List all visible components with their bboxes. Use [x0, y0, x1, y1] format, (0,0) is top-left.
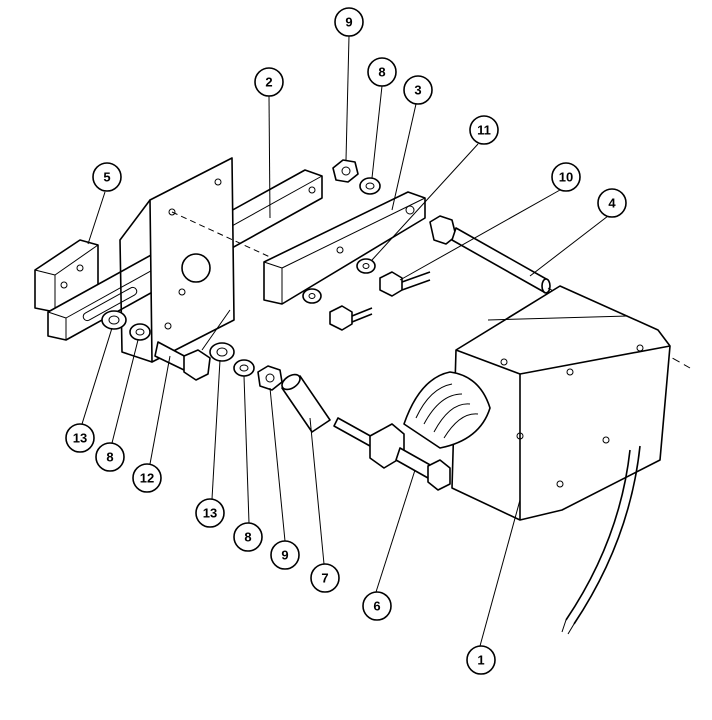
callout-8: 8 — [233, 522, 263, 552]
callout-11: 11 — [469, 115, 499, 145]
callout-2: 2 — [254, 67, 284, 97]
leader-lines — [81, 35, 609, 647]
callout-12: 12 — [132, 463, 162, 493]
callout-8: 8 — [95, 442, 125, 472]
part-6-clevis — [333, 417, 451, 491]
callout-8: 8 — [367, 57, 397, 87]
svg-text:13: 13 — [73, 431, 87, 446]
svg-text:9: 9 — [281, 548, 288, 563]
svg-text:7: 7 — [321, 571, 328, 586]
callout-9: 9 — [270, 540, 300, 570]
bracket-plate — [119, 157, 321, 363]
part-1-actuator — [403, 285, 671, 635]
callout-1: 1 — [466, 645, 496, 675]
svg-text:9: 9 — [345, 15, 352, 30]
svg-text:1: 1 — [477, 653, 484, 668]
callout-13: 13 — [65, 423, 95, 453]
callout-5: 5 — [92, 162, 122, 192]
svg-text:12: 12 — [140, 471, 154, 486]
part-3-bar — [263, 191, 426, 305]
callout-7: 7 — [310, 563, 340, 593]
nut-9-top — [332, 159, 359, 183]
svg-text:2: 2 — [265, 75, 272, 90]
callout-13: 13 — [195, 498, 225, 528]
washer-8-top — [359, 177, 381, 195]
svg-text:5: 5 — [103, 170, 110, 185]
svg-text:13: 13 — [203, 506, 217, 521]
callout-4: 4 — [597, 188, 627, 218]
callout-3: 3 — [403, 75, 433, 105]
svg-text:8: 8 — [244, 530, 251, 545]
svg-text:10: 10 — [559, 170, 573, 185]
svg-text:4: 4 — [608, 196, 616, 211]
screws-10 — [329, 271, 431, 331]
svg-text:8: 8 — [378, 65, 385, 80]
callout-6: 6 — [362, 591, 392, 621]
spacer-7 — [281, 373, 331, 433]
bolt-12 — [101, 310, 283, 391]
svg-text:11: 11 — [477, 123, 491, 138]
svg-text:3: 3 — [414, 83, 421, 98]
washer-11 — [302, 258, 376, 304]
callout-10: 10 — [551, 162, 581, 192]
svg-text:6: 6 — [373, 599, 380, 614]
callout-9: 9 — [334, 7, 364, 37]
svg-text:8: 8 — [106, 450, 113, 465]
